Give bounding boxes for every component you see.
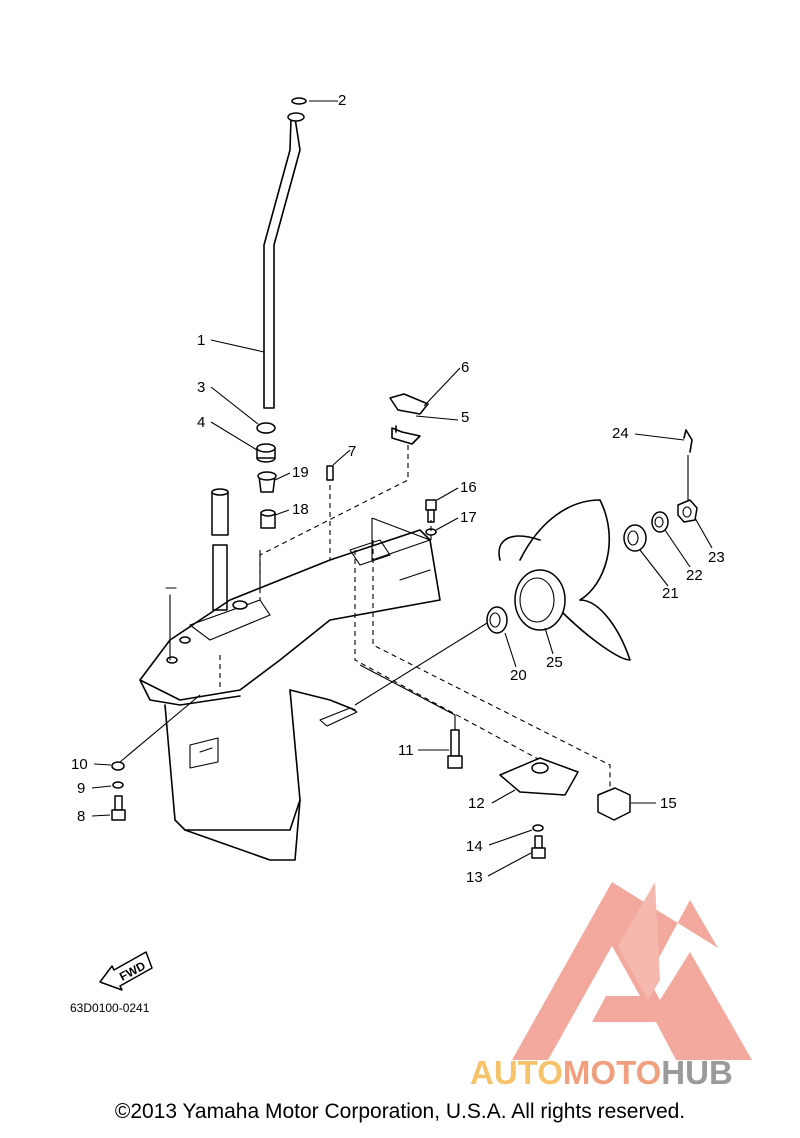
lower-casing <box>139 529 441 861</box>
callout-23: 23 <box>708 549 725 566</box>
part-18-seal <box>260 509 276 529</box>
callout-15: 15 <box>660 795 677 812</box>
callout-5: 5 <box>461 409 469 426</box>
part-24-cotter-pin <box>683 429 693 453</box>
part-22-washer <box>651 511 669 533</box>
assembly-line-8 <box>119 694 201 763</box>
part-21-spacer <box>623 524 647 552</box>
part-code: 63D0100-0241 <box>70 1001 150 1015</box>
part-15-anode <box>597 787 631 821</box>
callout-12: 12 <box>468 795 485 812</box>
assembly-dash-1 <box>259 445 409 600</box>
part-5-bracket <box>391 425 421 445</box>
part-25-propeller <box>498 499 631 661</box>
part-14-washer <box>532 824 544 832</box>
part-12-trim-tab <box>499 757 579 796</box>
brand-part-hub: HUB <box>661 1054 733 1091</box>
assembly-dash-4 <box>354 550 541 761</box>
part-19-bushing <box>257 471 277 493</box>
assembly-line-7 <box>371 517 432 561</box>
part-20-thrust-washer <box>486 606 508 634</box>
part-11-bolt <box>447 729 463 769</box>
callout-18: 18 <box>292 501 309 518</box>
callout-8: 8 <box>77 808 85 825</box>
part-6-rubber <box>389 393 429 415</box>
part-2-ring <box>291 97 307 105</box>
part-8-bolt <box>111 795 126 821</box>
copyright-notice: ©2013 Yamaha Motor Corporation, U.S.A. A… <box>114 1100 686 1123</box>
callout-4: 4 <box>197 414 205 431</box>
callout-25: 25 <box>546 654 563 671</box>
callout-16: 16 <box>460 479 477 496</box>
callout-6: 6 <box>461 359 469 376</box>
callout-19: 19 <box>292 464 309 481</box>
brand-part-moto: MOTO <box>562 1054 662 1091</box>
callout-10: 10 <box>71 756 88 773</box>
fwd-arrow-icon: FWD <box>99 951 153 991</box>
callout-14: 14 <box>466 838 483 855</box>
drive-shaft <box>211 488 229 611</box>
callout-9: 9 <box>77 780 85 797</box>
shift-rod <box>263 112 305 409</box>
part-23-nut <box>677 499 698 523</box>
callout-22: 22 <box>686 567 703 584</box>
callout-20: 20 <box>510 667 527 684</box>
callout-21: 21 <box>662 585 679 602</box>
part-3-washer <box>256 422 276 434</box>
part-10-washer <box>111 761 125 771</box>
callout-17: 17 <box>460 509 477 526</box>
callout-11: 11 <box>398 742 414 759</box>
assembly-line-10 <box>359 664 456 740</box>
brand-part-auto: AUTO <box>470 1054 563 1091</box>
brand-wordmark: AUTOMOTOHUB <box>470 1054 733 1092</box>
automotohub-logo <box>512 882 752 1060</box>
callout-1: 1 <box>197 332 205 349</box>
callout-numbers: 1 2 3 4 5 6 7 8 9 10 11 12 13 14 15 16 1… <box>71 92 725 886</box>
callout-3: 3 <box>197 379 205 396</box>
part-7-pin <box>326 465 334 481</box>
assembly-line-9 <box>354 614 501 706</box>
part-16-bolt <box>425 499 437 523</box>
part-9-washer <box>112 781 124 789</box>
callout-2: 2 <box>338 92 346 109</box>
assembly-dash-5 <box>372 540 611 790</box>
callout-24: 24 <box>612 425 629 442</box>
callout-13: 13 <box>466 869 483 886</box>
part-13-bolt <box>531 835 546 859</box>
callout-leaders <box>91 100 713 877</box>
callout-7: 7 <box>348 443 356 460</box>
part-4-grommet <box>256 443 276 463</box>
